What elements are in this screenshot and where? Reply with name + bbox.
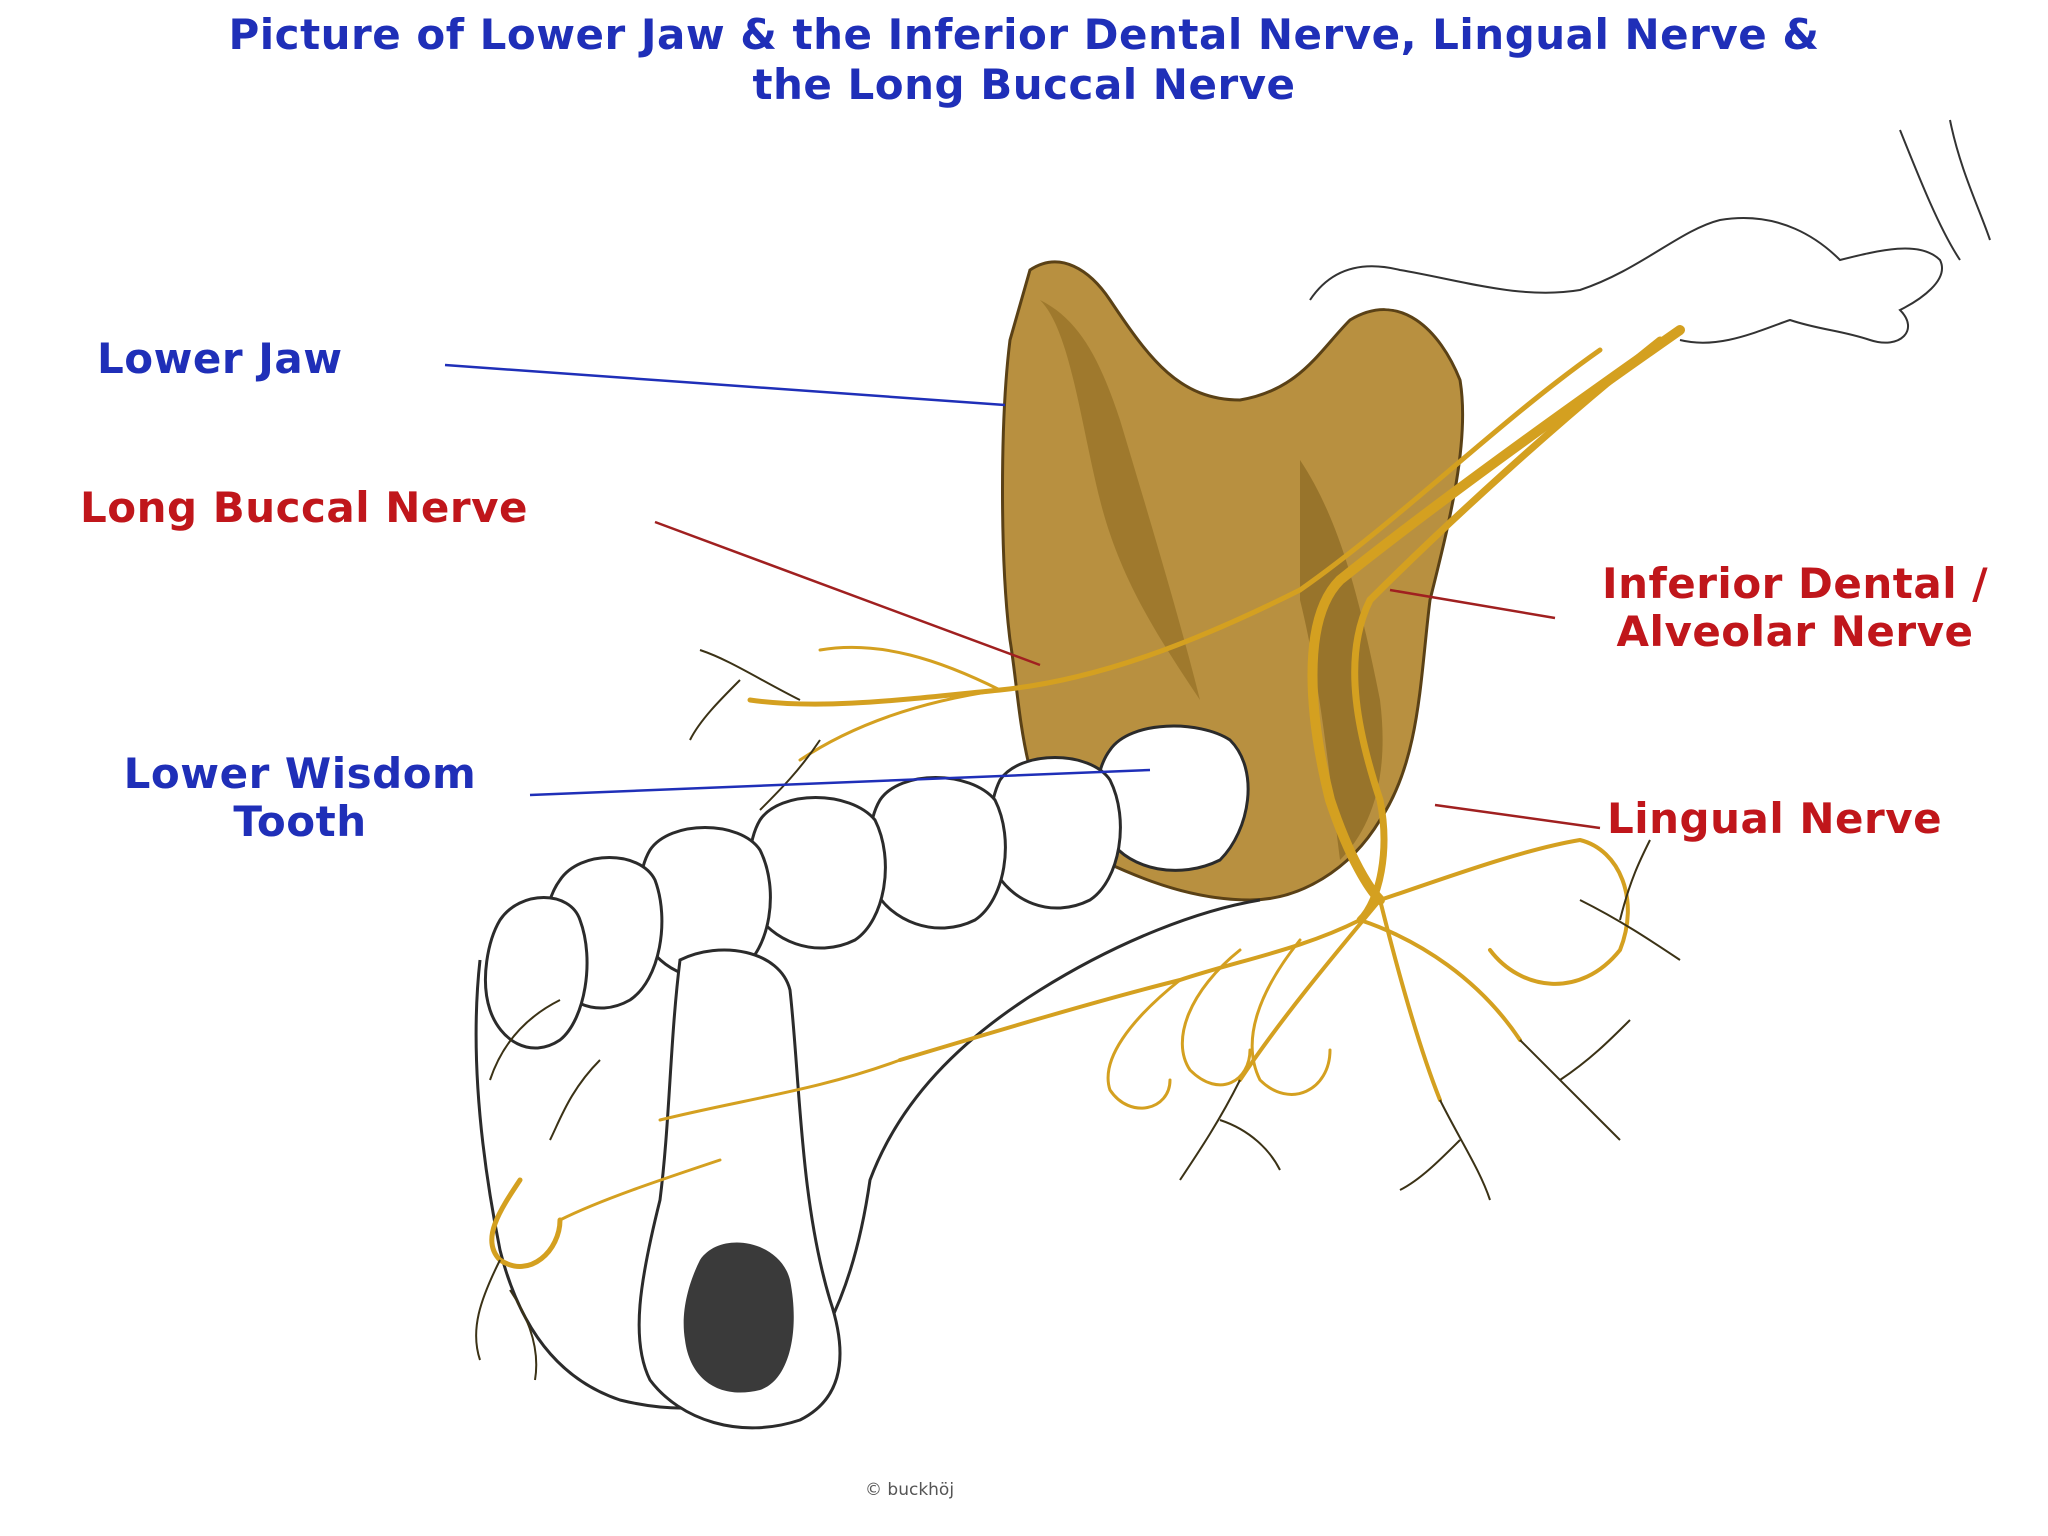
leader-lines: [444, 363, 1601, 830]
skull-lines: [1899, 119, 1991, 261]
nerves: [489, 325, 1685, 1269]
diagram-title: Picture of Lower Jaw & the Inferior Dent…: [40, 10, 2008, 110]
label-wisdom-line-2: Tooth: [233, 797, 367, 846]
leader-wisdom: [529, 768, 1151, 797]
illustration-credit: © buckhöj: [865, 1480, 955, 1500]
fine-branches: [475, 649, 1681, 1381]
leader-lingual: [1434, 803, 1601, 830]
label-lower-wisdom-tooth: Lower Wisdom Tooth: [75, 750, 525, 846]
title-line-2: the Long Buccal Nerve: [752, 60, 1296, 109]
leader-buccal: [654, 520, 1041, 667]
skull-outline: [1309, 217, 1943, 344]
bone-marrow: [683, 1242, 794, 1393]
inferior-dental-nerve: [1307, 325, 1685, 905]
mandible-shading-2: [1300, 460, 1383, 860]
leader-lower-jaw: [444, 363, 1006, 407]
label-inferior-line-1: Inferior Dental /: [1601, 559, 1989, 608]
mandible-shading: [1040, 300, 1200, 700]
leader-inferior: [1389, 588, 1556, 620]
label-lower-jaw: Lower Jaw: [97, 334, 343, 383]
lingual-nerve-path: [1351, 336, 1664, 924]
teeth-row: [483, 724, 1250, 1050]
label-wisdom-line-1: Lower Wisdom: [123, 749, 477, 798]
label-inferior-dental-nerve: Inferior Dental / Alveolar Nerve: [1560, 560, 2030, 656]
title-line-1: Picture of Lower Jaw & the Inferior Dent…: [228, 10, 1820, 59]
label-long-buccal-nerve: Long Buccal Nerve: [80, 483, 528, 532]
label-inferior-line-2: Alveolar Nerve: [1616, 607, 1974, 656]
long-buccal-nerve-path: [747, 347, 1603, 707]
label-lingual-nerve: Lingual Nerve: [1607, 794, 1943, 843]
